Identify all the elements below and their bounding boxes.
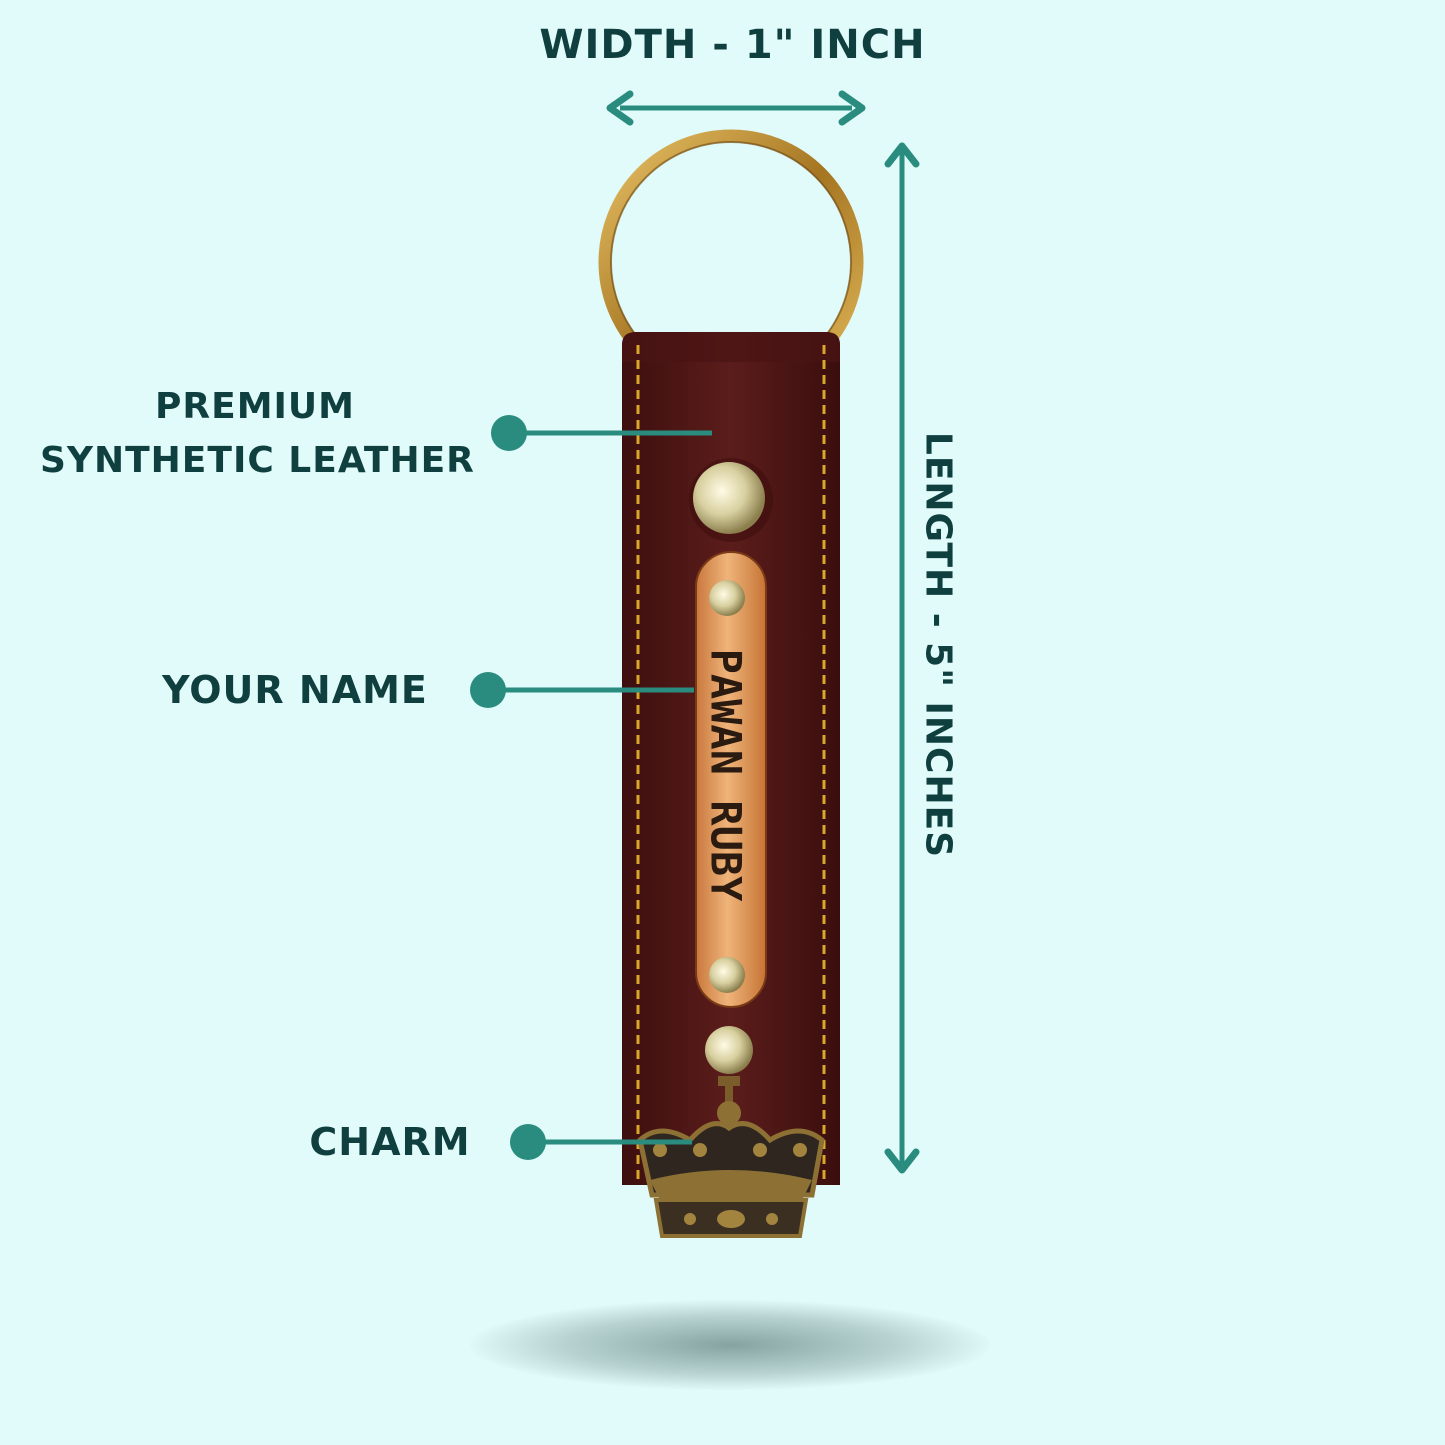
your-name-label: YOUR NAME [162, 668, 428, 712]
your-name-callout [470, 672, 694, 708]
leather-label-line2: SYNTHETIC LEATHER [40, 440, 475, 481]
charm-callout [510, 1124, 692, 1160]
length-arrow-icon [884, 142, 920, 1174]
engraved-name: PAWAN RUBY [701, 648, 751, 902]
leather-label-line1: PREMIUM [155, 386, 355, 427]
charm-label: CHARM [309, 1120, 471, 1164]
width-arrow-icon [606, 90, 866, 126]
leather-label: PREMIUM SYNTHETIC LEATHER [40, 380, 475, 488]
name-plate [695, 551, 767, 1008]
drop-shadow [470, 1300, 990, 1390]
width-label: WIDTH - 1" INCH [539, 22, 926, 68]
rivet-bottom [705, 1026, 753, 1074]
leather-callout [491, 415, 712, 451]
rivet-top [689, 458, 773, 542]
